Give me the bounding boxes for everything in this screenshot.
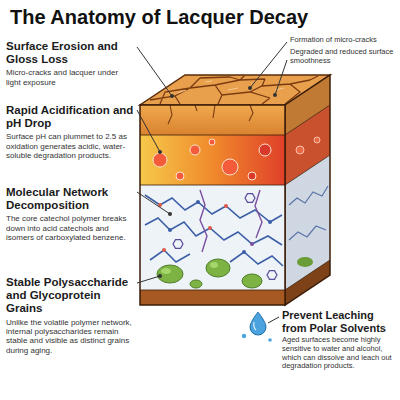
polymer-network-layer [162, 248, 166, 252]
right-face [297, 257, 313, 267]
callout-text: Surface pH can plummet to 2.5 as oxidati… [6, 132, 134, 160]
acid-layer [222, 159, 238, 175]
callout-text: Degraded and reduced surface smoothness [290, 48, 396, 65]
base-layer [140, 290, 285, 305]
leader-lines [137, 192, 170, 214]
callout-heading: Molecular Network Decomposition [6, 186, 134, 212]
acid-layer [140, 135, 285, 185]
callout-heading: Rapid Acidification and pH Drop [6, 104, 134, 130]
polymer-network-layer [267, 271, 277, 280]
surface-layer [140, 105, 285, 135]
front-outline [140, 105, 285, 305]
acid-layer [209, 139, 215, 145]
callout-heading: Surface Erosion and Gloss Loss [6, 40, 134, 66]
polymer-network-layer [140, 185, 285, 290]
polymer-network-layer [168, 228, 172, 232]
base-layer [140, 290, 285, 305]
acid-layer [248, 172, 256, 180]
polymer-network-layer [196, 200, 200, 204]
polysaccharide-grains [206, 259, 230, 277]
callout-text: The core catechol polymer breaks down in… [6, 214, 134, 242]
polymer-network-layer [250, 242, 254, 246]
water-drop-icon [242, 312, 272, 342]
front-outline [140, 135, 285, 290]
right-face [289, 186, 328, 240]
water-drop-icon [254, 322, 256, 330]
acid-layer [176, 172, 184, 180]
polysaccharide-grains [157, 259, 262, 288]
leader-lines [158, 150, 162, 154]
surface-layer [140, 105, 285, 135]
callout-heading: Prevent Leaching from Polar Solvents [282, 309, 397, 334]
polymer-network-layer [208, 226, 212, 230]
polymer-network-layer [245, 194, 255, 203]
callout-text: Micro-cracks and lacquer under light exp… [6, 68, 134, 86]
callout-text: Unlike the volatile polymer network, int… [6, 318, 134, 355]
leader-lines [158, 274, 162, 278]
leader-lines [137, 276, 160, 283]
water-drop-icon [268, 338, 272, 342]
leader-lines [137, 42, 287, 323]
polysaccharide-grains [210, 262, 218, 268]
polysaccharide-grains [242, 274, 262, 288]
polysaccharide-grains [157, 265, 183, 283]
polymer-network-layer [145, 195, 283, 266]
leader-lines [168, 212, 172, 216]
polymer-network-layer [268, 220, 272, 224]
acid-layer [140, 135, 285, 185]
leader-lines [273, 93, 277, 97]
polysaccharide-grains [161, 268, 171, 274]
callout-heading: Stable Polysaccharide and Glycoprotein G… [6, 276, 134, 316]
right-face [285, 75, 330, 305]
right-face [285, 75, 330, 305]
polymer-network-layer [242, 250, 246, 254]
leader-lines [275, 60, 287, 95]
acid-layer [153, 153, 167, 167]
polysaccharide-grains [190, 280, 202, 288]
top-face [178, 81, 284, 93]
acid-layer [259, 144, 271, 156]
right-face [314, 137, 320, 143]
leader-lines [137, 47, 172, 96]
leader-lines [170, 94, 174, 98]
leader-lines [250, 42, 287, 88]
polymer-network-layer [224, 204, 228, 208]
callout-text: Formation of micro-cracks [290, 36, 396, 45]
diagram-title: The Anatomy of Lacquer Decay [10, 6, 390, 29]
surface-layer [168, 105, 253, 124]
water-drop-icon [242, 334, 246, 338]
acid-layer [190, 145, 200, 155]
right-face [285, 105, 330, 290]
polymer-network-layer [173, 240, 183, 249]
polymer-network-layer [140, 185, 285, 290]
right-face [296, 146, 304, 154]
leader-lines [268, 317, 279, 323]
leader-lines [248, 86, 252, 90]
water-drop-icon [250, 312, 266, 335]
polymer-network-layer [200, 190, 262, 252]
leader-lines [137, 110, 160, 152]
callout-text: Aged surfaces become highly sensitive to… [282, 336, 397, 371]
front-outline [140, 105, 285, 305]
right-face [285, 260, 330, 305]
